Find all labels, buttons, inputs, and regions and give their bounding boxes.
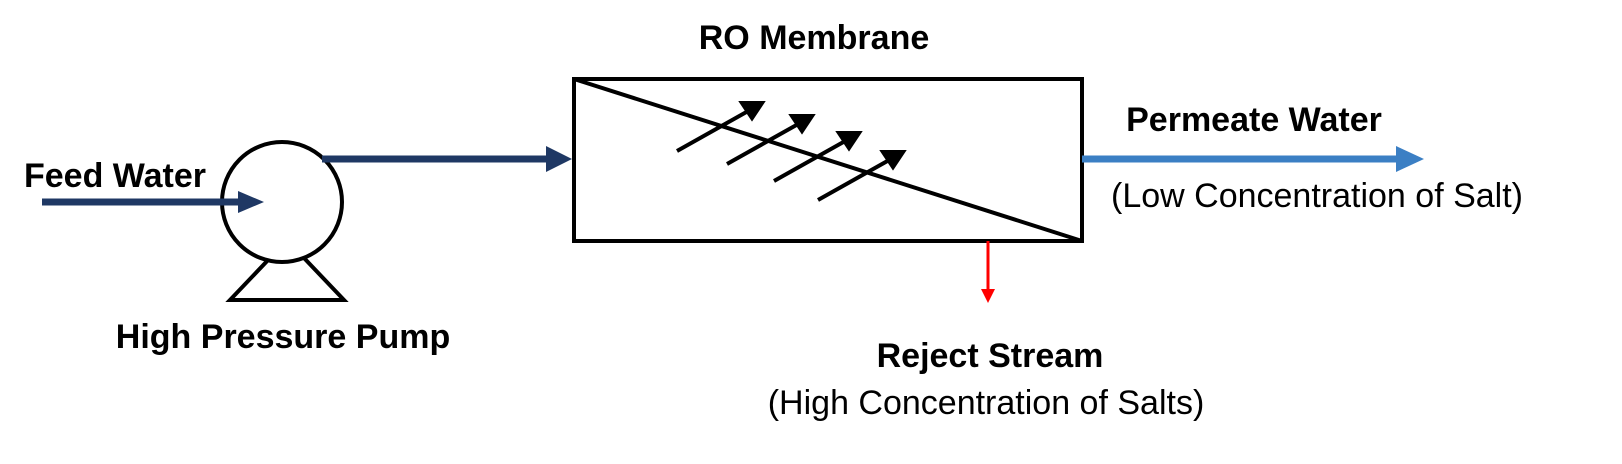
reject-concentration-note: (High Concentration of Salts) <box>767 384 1205 422</box>
reject-stream-arrow <box>981 241 995 303</box>
high-pressure-pump-icon <box>42 140 349 302</box>
ro-membrane-label: RO Membrane <box>698 19 930 57</box>
flux-arrow-1 <box>676 101 766 153</box>
flux-arrow-3 <box>773 131 863 183</box>
permeate-water-arrow <box>1082 146 1424 172</box>
permeation-arrows <box>676 101 907 202</box>
ro-membrane-unit <box>572 77 1084 243</box>
high-pressure-pump-label: High Pressure Pump <box>115 318 451 356</box>
pump-to-membrane-arrow <box>322 146 572 172</box>
feed-water-label: Feed Water <box>24 157 207 195</box>
flux-arrow-4 <box>817 150 907 202</box>
permeate-water-label: Permeate Water <box>1126 101 1382 139</box>
reject-stream-label: Reject Stream <box>876 337 1104 375</box>
flux-arrow-2 <box>726 114 816 166</box>
permeate-concentration-note: (Low Concentration of Salt) <box>1111 177 1523 215</box>
